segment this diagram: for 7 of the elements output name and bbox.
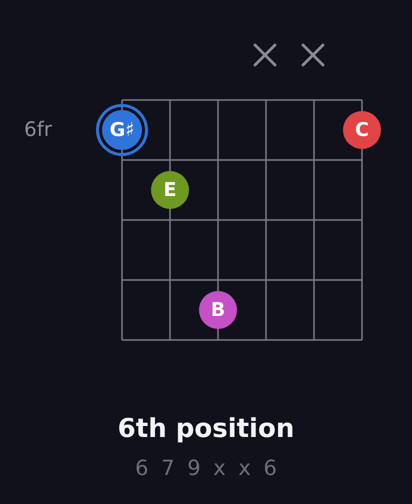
fingering-caption: 6 7 9 x x 6 [135, 455, 280, 482]
note-dot: E [151, 171, 189, 209]
root-note-dot: G♯ [96, 104, 148, 156]
fret-number-label: 6fr [24, 117, 52, 141]
note-dot: C [343, 111, 381, 149]
note-dot: B [199, 291, 237, 329]
position-title: 6th position [118, 414, 294, 444]
